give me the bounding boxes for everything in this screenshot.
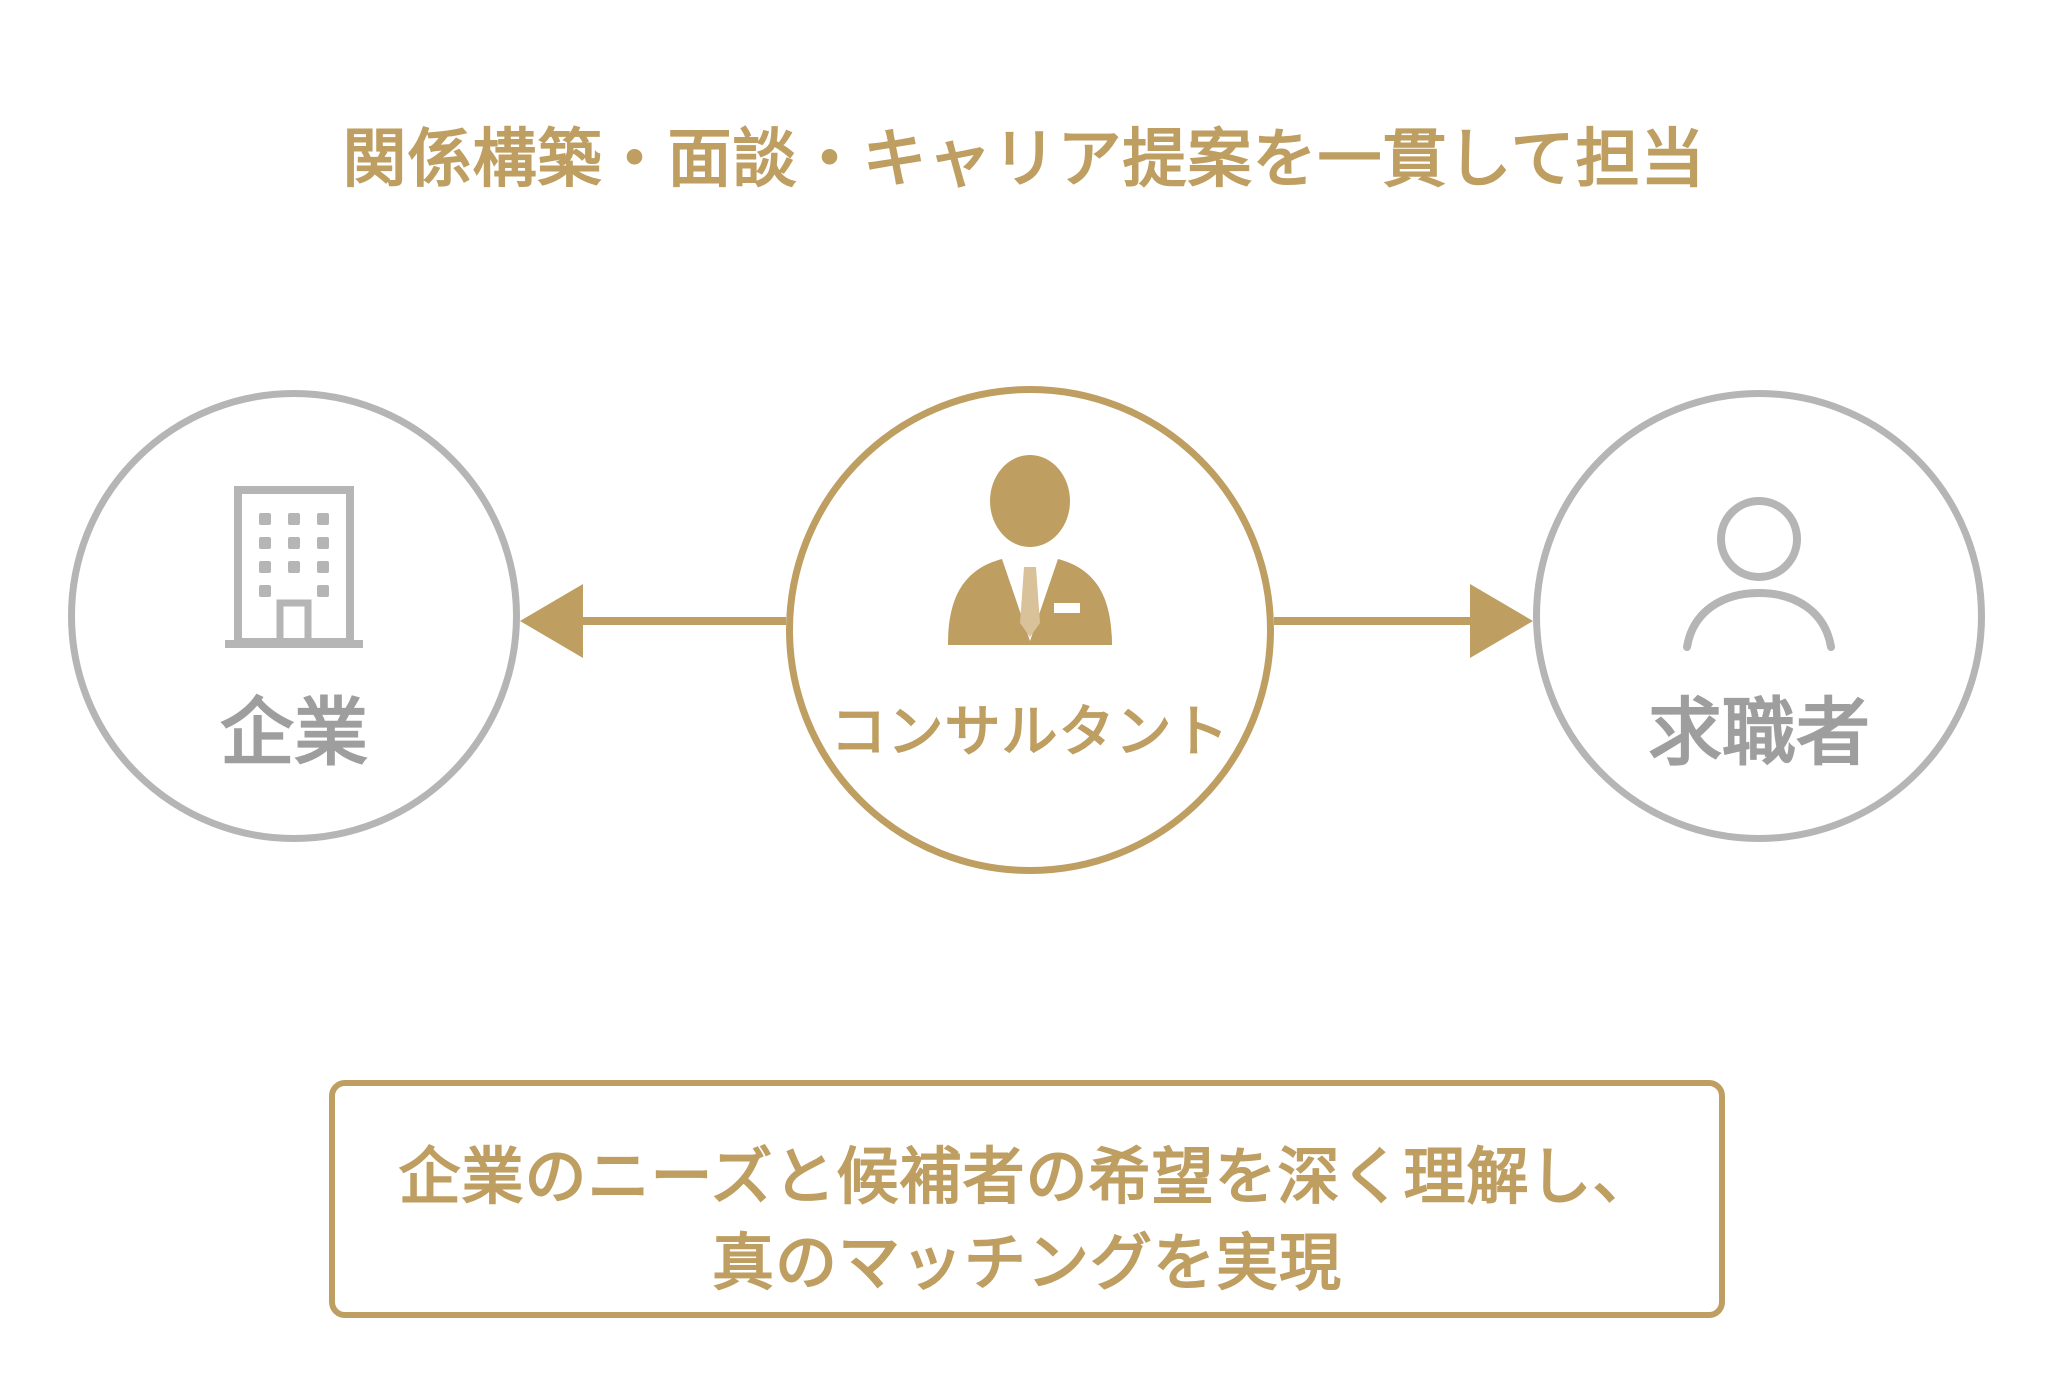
node-label-company: 企業: [220, 690, 368, 776]
message-line-2: 真のマッチングを実現: [711, 1226, 1342, 1299]
node-consultant: コンサルタント: [786, 386, 1274, 874]
arrow-to-jobseeker: [1274, 584, 1533, 658]
message-line-1: 企業のニーズと候補者の希望を深く理解し、: [398, 1140, 1656, 1213]
node-company: 企業: [68, 390, 520, 842]
message-box: 企業のニーズと候補者の希望を深く理解し、 真のマッチングを実現: [329, 1080, 1725, 1318]
node-label-jobseeker: 求職者: [1648, 690, 1870, 776]
building-icon: [223, 483, 365, 655]
arrow-to-company: [520, 584, 786, 658]
headline: 関係構築・面談・キャリア提案を一貫して担当: [342, 123, 1706, 197]
node-label-consultant: コンサルタント: [830, 700, 1230, 765]
person-icon: [1679, 493, 1839, 657]
businessman-icon: [944, 455, 1116, 655]
node-jobseeker: 求職者: [1533, 390, 1985, 842]
